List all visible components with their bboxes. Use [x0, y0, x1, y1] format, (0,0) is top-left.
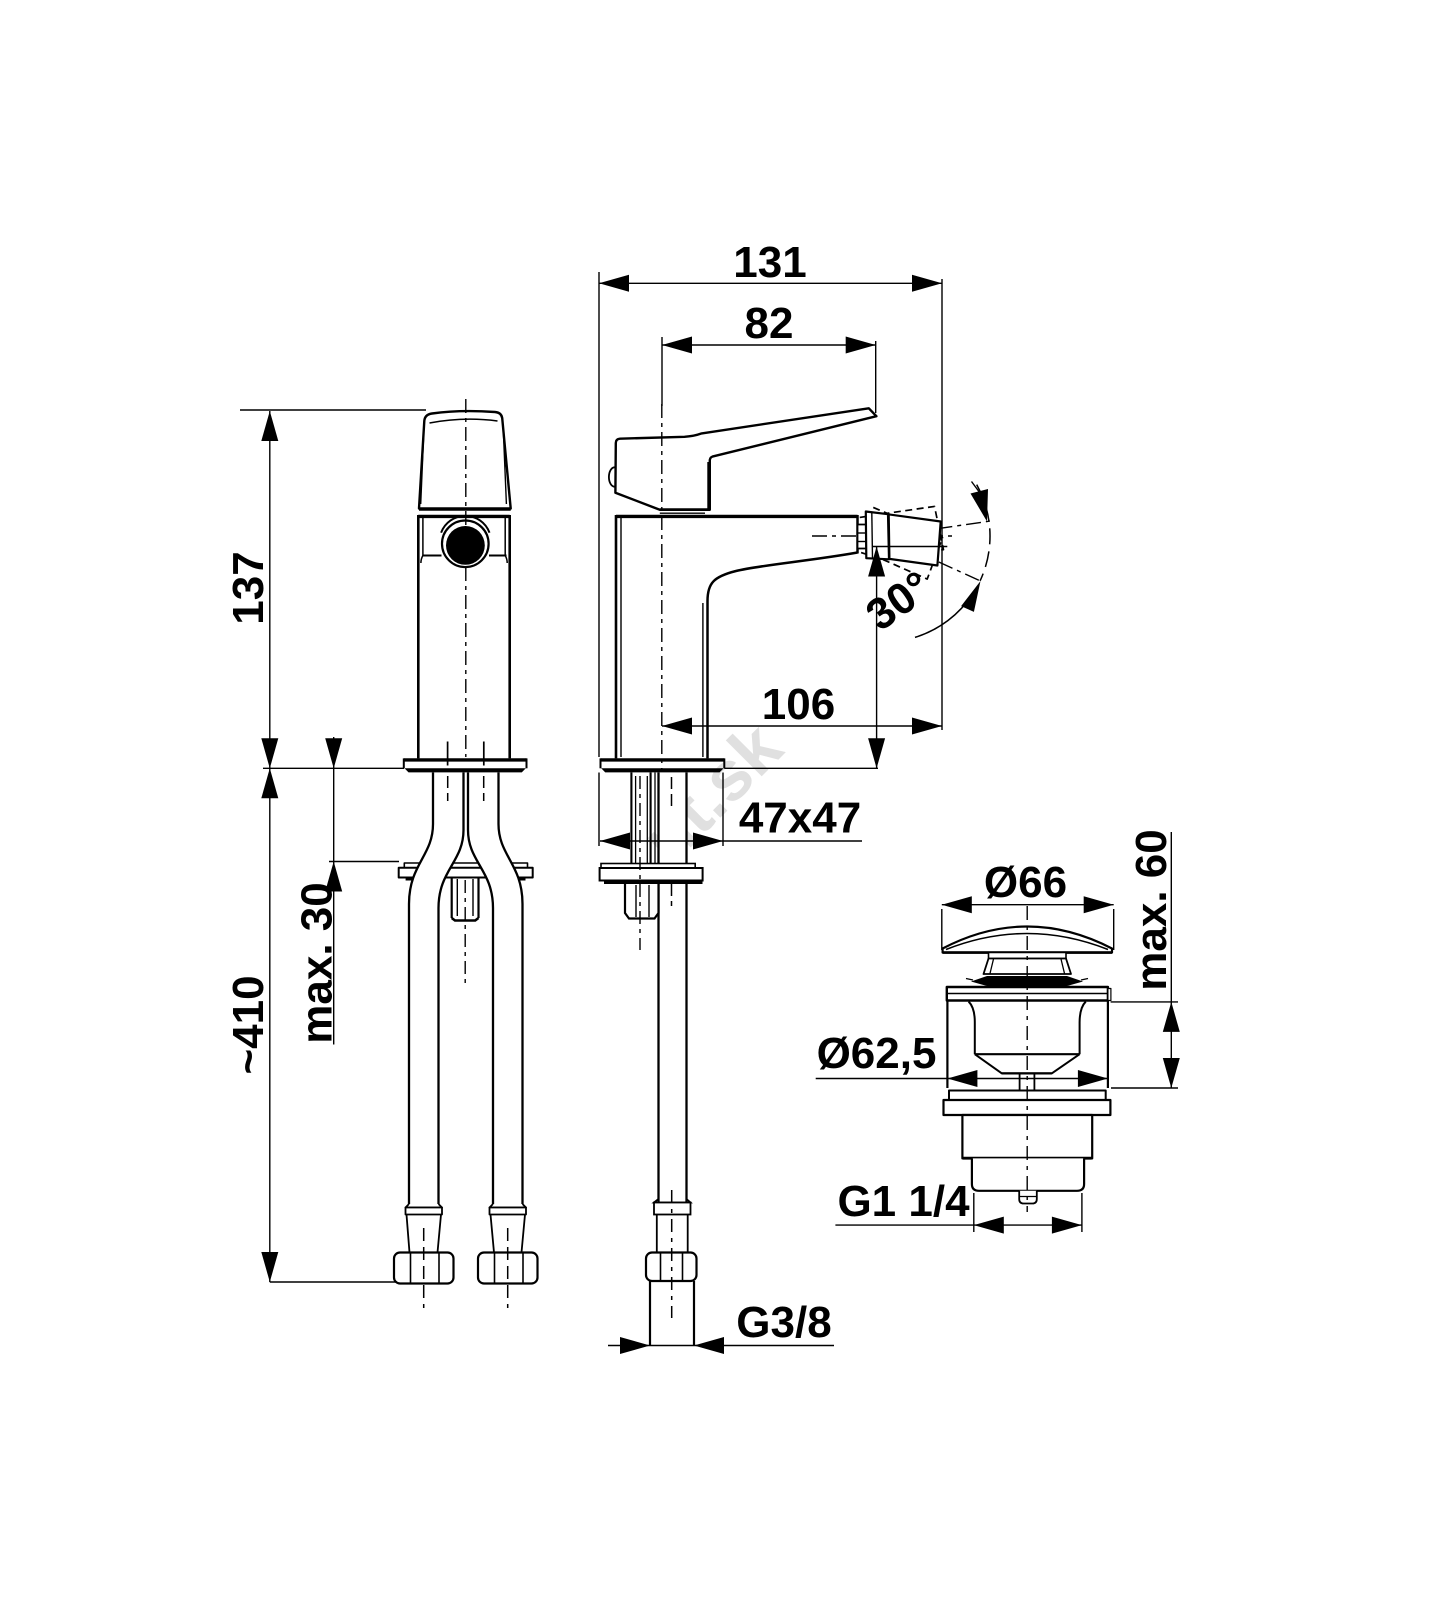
svg-text:106: 106	[762, 680, 835, 729]
svg-text:G3/8: G3/8	[736, 1298, 831, 1347]
svg-text:max. 60: max. 60	[1127, 829, 1176, 990]
svg-text:47x47: 47x47	[739, 794, 861, 843]
svg-text:Ø62,5: Ø62,5	[817, 1029, 937, 1078]
svg-text:131: 131	[733, 238, 806, 287]
svg-text:137: 137	[224, 551, 273, 624]
svg-text:82: 82	[745, 299, 794, 348]
svg-text:max. 30: max. 30	[293, 882, 342, 1043]
svg-text:~410: ~410	[224, 975, 273, 1074]
svg-text:Ø66: Ø66	[984, 858, 1067, 907]
svg-text:G1 1/4: G1 1/4	[837, 1177, 970, 1226]
